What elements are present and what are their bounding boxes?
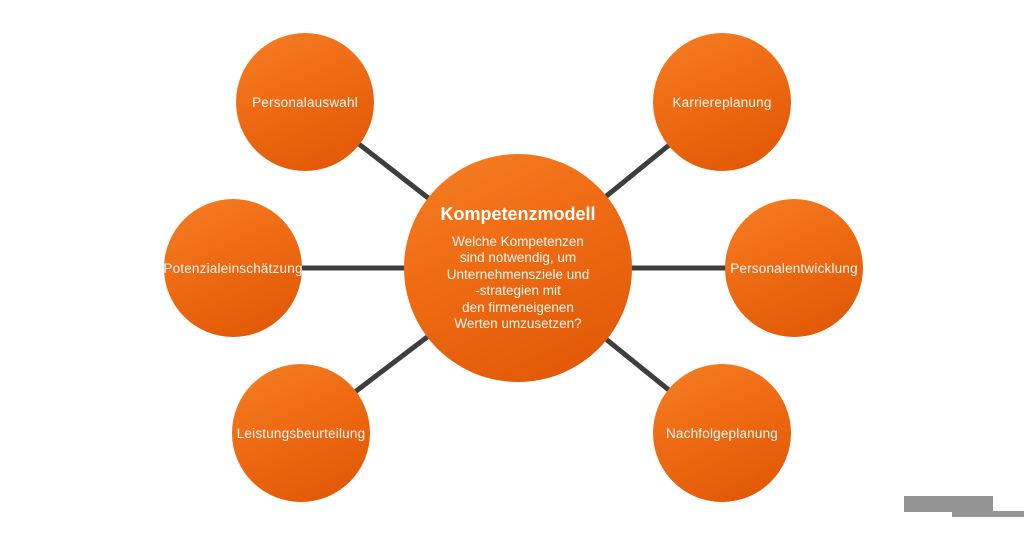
node-label: Personalentwicklung [730,260,858,276]
node-nachfolgeplanung: Nachfolgeplanung [653,364,791,502]
watermark-block [952,511,1024,517]
node-kompetenzmodell: Kompetenzmodell Welche Kompetenzen sind … [404,154,632,382]
node-label: Potenzialeinschätzung [163,260,303,276]
node-personalauswahl: Personalauswahl [236,33,374,171]
node-leistungsbeurteilung: Leistungsbeurteilung [232,364,370,502]
node-label: Nachfolgeplanung [665,425,779,441]
watermark-block [904,496,993,512]
node-personalentwicklung: Personalentwicklung [725,199,863,337]
node-label: Leistungsbeurteilung [236,425,366,441]
node-label: Karriereplanung [672,94,772,110]
node-potenzialeinschaetzung: Potenzialeinschätzung [163,199,302,337]
center-node-description: Welche Kompetenzen sind notwendig, um Un… [446,233,590,332]
node-label: Personalauswahl [252,94,358,110]
center-node-title: Kompetenzmodell [440,203,596,224]
node-karriereplanung: Karriereplanung [653,33,791,171]
